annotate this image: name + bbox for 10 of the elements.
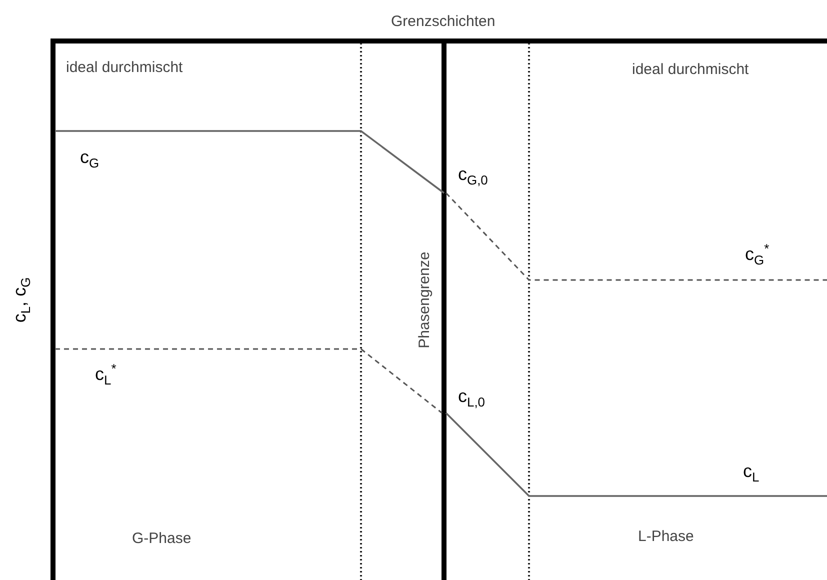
phase-label: L-Phase — [638, 529, 694, 546]
curve-label: c$_{G}$ — [80, 148, 100, 171]
region-label: ideal durchmischt — [632, 62, 749, 78]
curve-label: c$_{L}$ — [743, 462, 760, 485]
heading-text: Grenzschichten — [391, 14, 496, 30]
curve-label: c$_{L,0}$ — [458, 387, 486, 410]
region-label: ideal durchmischt — [66, 60, 183, 76]
phase-label: G-Phase — [132, 531, 192, 548]
curve-label: c$_{G,0}$ — [458, 165, 488, 188]
boundary-label: Phasengrenze — [416, 252, 434, 348]
